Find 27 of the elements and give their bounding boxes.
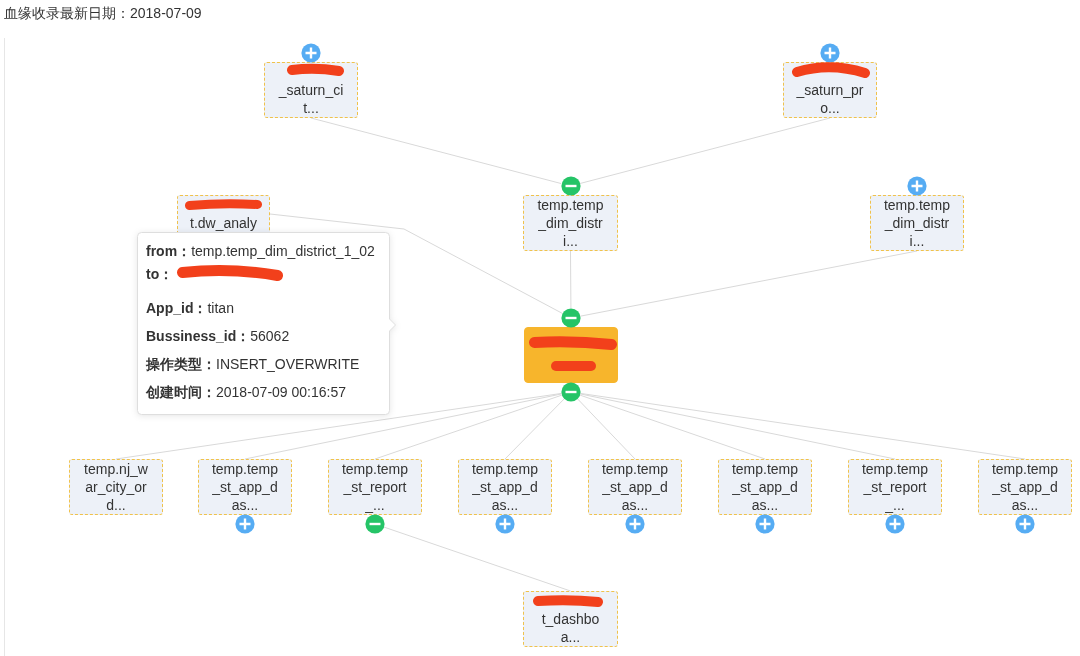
table-node: temp.nj_w ar_city_or d... [69,459,163,515]
table-node: temp.temp _st_app_d as... [198,459,292,515]
table-node: _saturn_ci t... [264,62,358,118]
connector-line [383,526,571,592]
table-node: temp.temp _st_report _... [848,459,942,515]
page-title: 血缘收录最新日期：2018-07-09 [4,4,202,23]
connector-line [310,117,562,185]
table-node: temp.temp _st_app_d as... [588,459,682,515]
table-node: temp.temp _dim_distr i... [523,195,618,251]
connector-line [374,394,563,460]
table-node: temp.temp _st_report _... [328,459,422,515]
connector-line [579,117,831,185]
detail-text: 操作类型：INSERT_OVERWRITE [146,355,360,374]
detail-text: to： [146,265,174,284]
connector-line [269,213,564,314]
connector-line [579,394,766,460]
table-node: temp.temp _dim_distr i... [870,195,964,251]
connector-line [570,250,572,309]
connector-line [577,398,636,460]
detail-text: Bussiness_id：56062 [146,327,290,346]
tooltip-card [137,232,397,415]
detail-text: App_id：titan [146,299,234,318]
table-node: temp.temp _st_app_d as... [718,459,812,515]
table-node: temp.temp _st_app_d as... [978,459,1072,515]
table-node: temp.temp _st_app_d as... [458,459,552,515]
detail-text: 创建时间：2018-07-09 00:16:57 [146,383,346,402]
connector-line [504,398,565,460]
